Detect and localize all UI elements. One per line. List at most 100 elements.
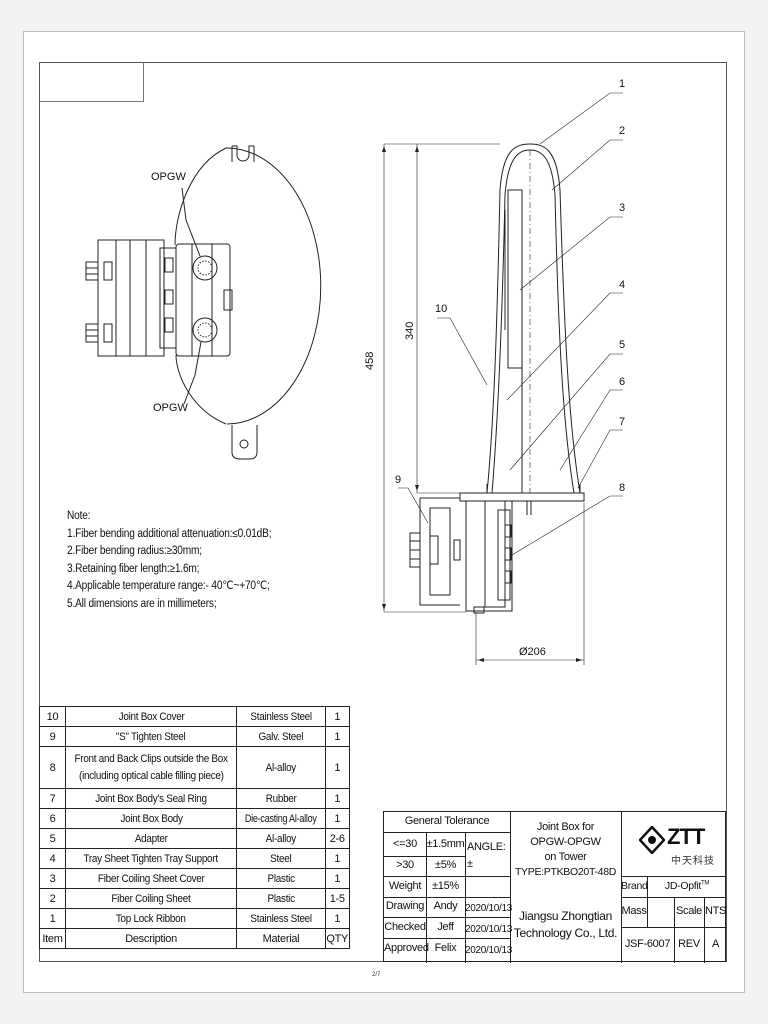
callout-6: 6 [619, 376, 626, 388]
side-view [383, 92, 623, 665]
tol-range-3: Weight [388, 880, 422, 892]
note-5: 5.All dimensions are in millimeters; [67, 597, 217, 610]
description-cell: "S" Tighten Steel [64, 726, 238, 747]
header-item: Item [39, 928, 66, 949]
item-cell: 10 [39, 706, 66, 727]
ztt-logo-icon [639, 826, 665, 854]
item-cell: 8 [39, 746, 66, 789]
callout-10: 10 [435, 303, 448, 315]
company-name: Jiangsu Zhongtian Technology Co., Ltd. [513, 909, 618, 940]
brand-value: JD-OpfitTM [664, 880, 710, 892]
logo-chinese: 中天科技 [671, 856, 715, 867]
callout-1: 1 [619, 78, 626, 90]
angle-label: ANGLE: [467, 841, 506, 853]
tol-range-1: <=30 [393, 838, 417, 850]
notes-title: Note: [67, 510, 91, 522]
callout-7: 7 [619, 416, 626, 428]
brand-label: Brand [621, 880, 648, 892]
mass-label: Mass [621, 905, 647, 917]
table-row: 3 Fiber Coiling Sheet Cover Plastic 1 [39, 868, 350, 889]
note-1: 1.Fiber bending additional attenuation:≤… [67, 527, 272, 540]
table-header-row: Item Description Material QTY [39, 928, 350, 949]
description-cell: Joint Box Body's Seal Ring [64, 788, 238, 809]
description-cell: Joint Box Cover [64, 706, 238, 727]
item-cell: 1 [39, 908, 66, 929]
qty-cell: 1 [324, 848, 350, 869]
qty-cell: 1 [324, 706, 350, 727]
tol-value-3: ±15% [432, 880, 459, 892]
drawing-number: JSF-6007 [624, 938, 671, 950]
header-qty: QTY [324, 928, 350, 949]
item-cell: 2 [39, 888, 66, 909]
page-number: 2/7 [372, 972, 381, 978]
callout-8: 8 [619, 482, 626, 494]
qty-cell: 1 [324, 868, 350, 889]
approved-label: Approved [384, 942, 429, 954]
material-cell: Al-alloy [236, 828, 326, 849]
callout-2: 2 [619, 125, 626, 137]
material-cell: Stainless Steel [236, 706, 326, 727]
material-cell: Die-casting Al-alloy [236, 808, 326, 829]
table-row: 5 Adapter Al-alloy 2-6 [39, 828, 350, 849]
callout-9: 9 [395, 474, 402, 486]
qty-cell: 1 [324, 808, 350, 829]
drawing-label: Drawing [385, 900, 425, 912]
qty-cell: 1 [324, 726, 350, 747]
item-cell: 6 [39, 808, 66, 829]
table-row: 6 Joint Box Body Die-casting Al-alloy 1 [39, 808, 350, 829]
product-description: Joint Box for OPGW-OPGW on Tower TYPE:PT… [514, 821, 617, 878]
description-cell: Fiber Coiling Sheet [64, 888, 238, 909]
ztt-logo: ZTT 中天科技 [637, 822, 717, 868]
scale-value: NTS [704, 905, 727, 917]
general-tolerance-label: General Tolerance [404, 815, 490, 827]
description-cell: Fiber Coiling Sheet Cover [64, 868, 238, 889]
table-row: 9 "S" Tighten Steel Galv. Steel 1 [39, 726, 350, 747]
dim-dome-height: 340 [404, 321, 416, 340]
table-row: 4 Tray Sheet Tighten Tray Support Steel … [39, 848, 350, 869]
description-cell: Front and Back Clips outside the Box(inc… [64, 746, 238, 789]
qty-cell: 1 [324, 908, 350, 929]
table-row: 10 Joint Box Cover Stainless Steel 1 [39, 706, 350, 727]
description-cell: Joint Box Body [64, 808, 238, 829]
corner-box [39, 62, 144, 102]
callout-4: 4 [619, 279, 626, 291]
parts-list-table: 10 Joint Box Cover Stainless Steel 1 9 "… [39, 706, 350, 949]
drawing-name: Andy [433, 900, 458, 912]
material-cell: Al-alloy [236, 746, 326, 789]
checked-name: Jeff [437, 921, 454, 933]
label-opgw-top: OPGW [151, 171, 186, 183]
item-cell: 5 [39, 828, 66, 849]
angle-value: ± [467, 858, 473, 870]
notes-block: Note: 1.Fiber bending additional attenua… [67, 508, 272, 614]
material-cell: Steel [236, 848, 326, 869]
approved-name: Felix [434, 942, 457, 954]
material-cell: Rubber [236, 788, 326, 809]
dim-overall-height: 458 [364, 351, 376, 370]
header-description: Description [64, 928, 238, 949]
table-row: 1 Top Lock Ribbon Stainless Steel 1 [39, 908, 350, 929]
note-3: 3.Retaining fiber length:≥1.6m; [67, 562, 200, 575]
table-row: 2 Fiber Coiling Sheet Plastic 1-5 [39, 888, 350, 909]
qty-cell: 2-6 [324, 828, 350, 849]
callout-5: 5 [619, 339, 626, 351]
item-cell: 7 [39, 788, 66, 809]
tol-value-2: ±5% [434, 859, 457, 871]
header-material: Material [236, 928, 326, 949]
material-cell: Stainless Steel [236, 908, 326, 929]
rev-value: A [711, 938, 720, 950]
checked-label: Checked [384, 921, 426, 933]
qty-cell: 1-5 [324, 888, 350, 909]
plan-view [85, 145, 322, 460]
tol-range-2: >30 [396, 859, 414, 871]
dim-diameter: Ø206 [519, 646, 546, 658]
tol-value-1: ±1.5mm [426, 838, 465, 850]
item-cell: 9 [39, 726, 66, 747]
title-block: General Tolerance <=30 ±1.5mm >30 ±5% We… [383, 811, 727, 963]
rev-label: REV [678, 938, 700, 950]
qty-cell: 1 [324, 746, 350, 789]
label-opgw-bottom: OPGW [153, 402, 188, 414]
material-cell: Plastic [236, 888, 326, 909]
material-cell: Plastic [236, 868, 326, 889]
scale-label: Scale [675, 905, 703, 917]
